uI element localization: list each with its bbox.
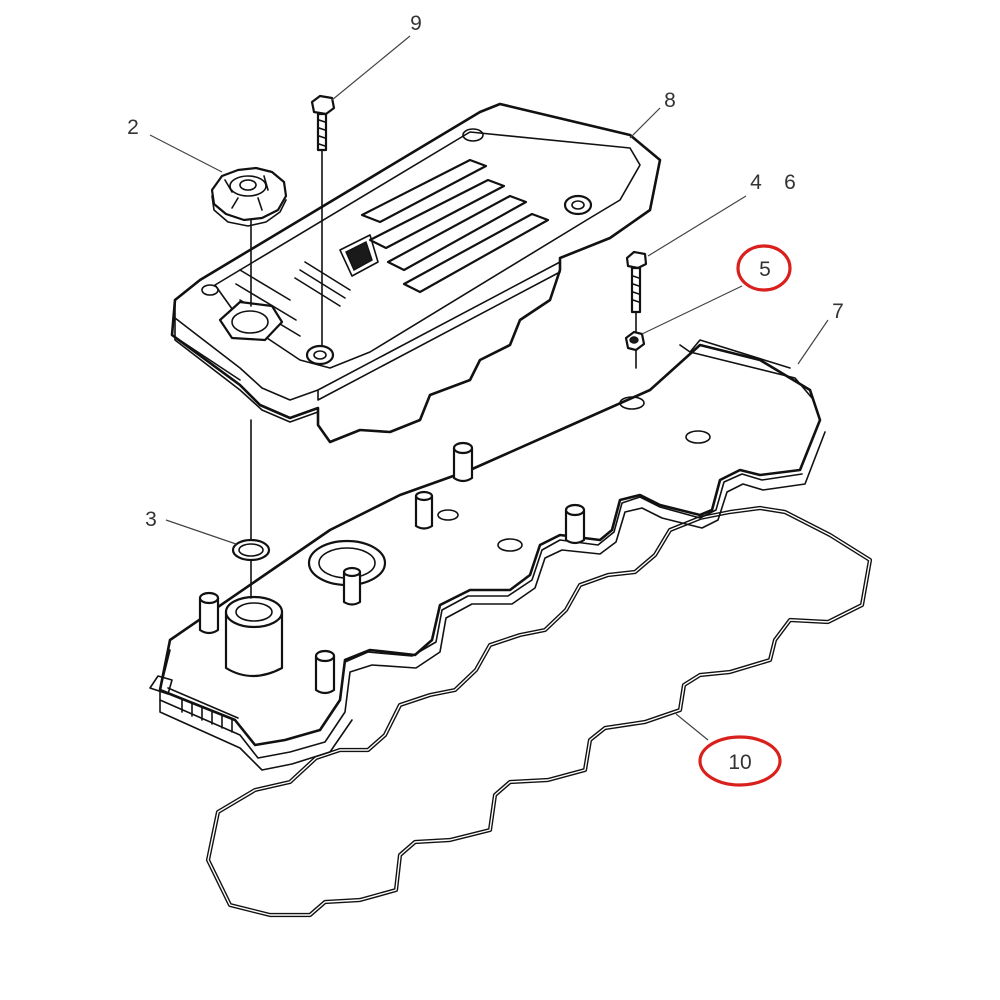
highlight-circle-5 (736, 244, 792, 292)
callout-4: 4 (750, 171, 762, 194)
callout-2: 2 (127, 116, 139, 139)
callout-labels: 9 2 8 4 6 5 7 3 10 (127, 12, 844, 774)
part-5-washer (624, 330, 646, 352)
callout-6: 6 (784, 171, 796, 194)
highlight-circle-10 (698, 735, 782, 787)
assembly-axis-lines (250, 149, 637, 599)
callout-10: 10 (728, 751, 751, 774)
callout-8: 8 (664, 89, 676, 112)
part-8-upper-cover (170, 102, 662, 444)
callout-7: 7 (832, 300, 844, 323)
part-3-o-ring (231, 538, 271, 562)
callout-3: 3 (145, 508, 157, 531)
part-2-oil-filler-cap (210, 166, 288, 227)
callout-5: 5 (759, 258, 771, 281)
part-7-head-cover (149, 339, 826, 771)
cover-studs (198, 441, 586, 695)
part-4-bolt (625, 250, 648, 314)
leader-lines (149, 35, 829, 741)
highlight-circles (698, 244, 792, 787)
part-10-gasket (205, 505, 873, 918)
callout-9: 9 (410, 12, 422, 35)
part-9-bolt (310, 94, 336, 152)
